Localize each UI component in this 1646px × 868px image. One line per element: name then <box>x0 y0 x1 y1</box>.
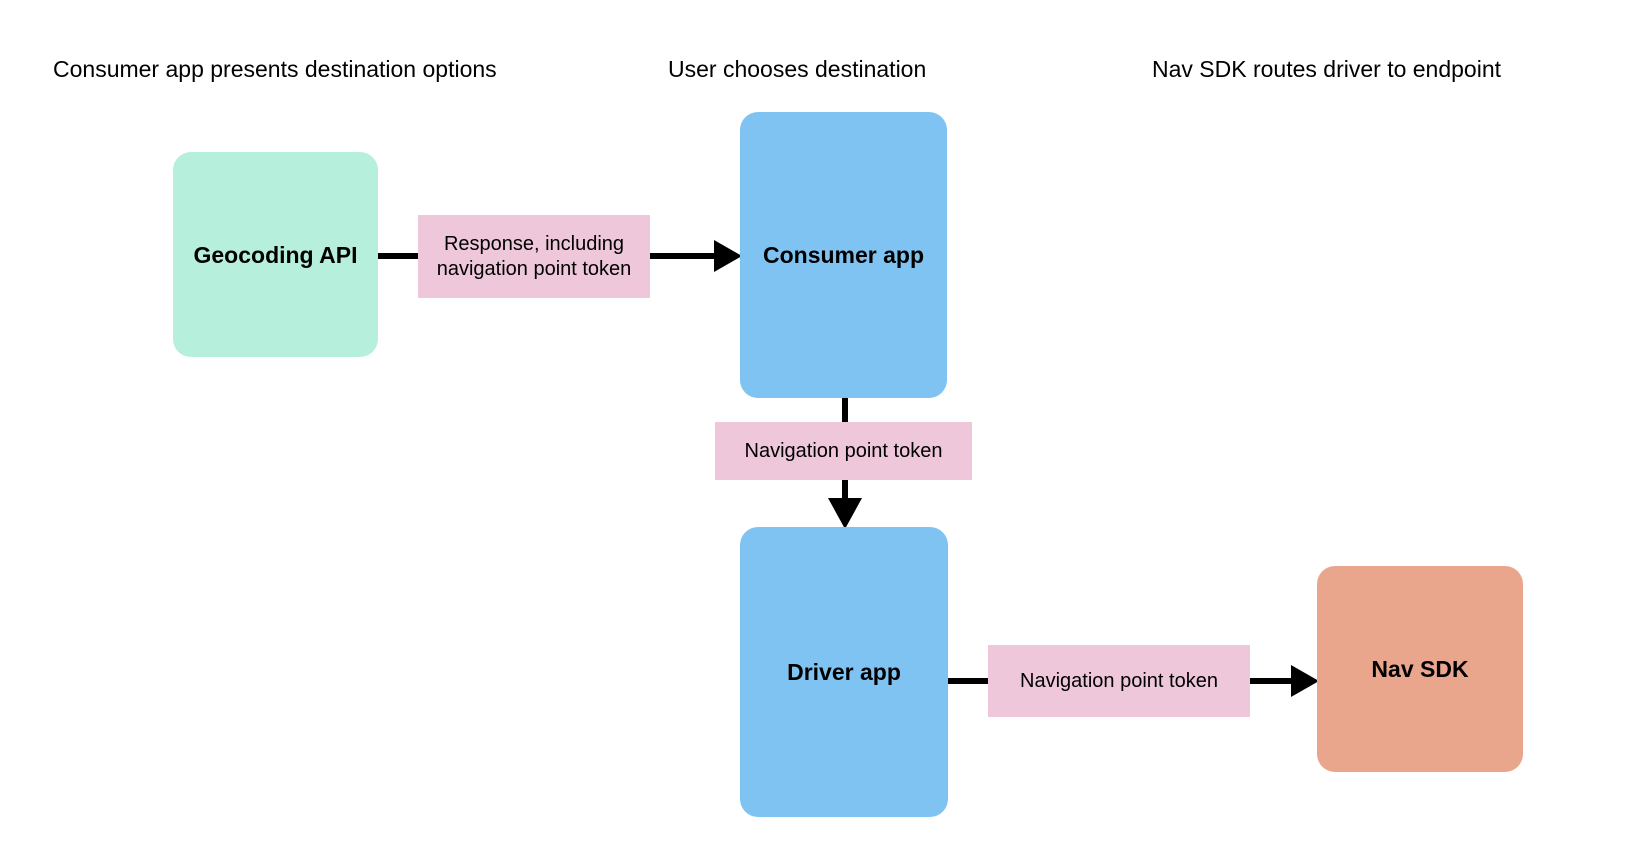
edge-label-navigation-point-token-consumer-to-driver-text: Navigation point token <box>744 439 943 462</box>
node-geocoding-api[interactable]: Geocoding API <box>173 152 378 357</box>
node-consumer-app-label: Consumer app <box>762 242 925 268</box>
edge-label-response-including-navigation-point-token: Response, including navigation point tok… <box>418 215 650 298</box>
arrowhead-to-consumer-app <box>714 240 742 272</box>
node-geocoding-api-label: Geocoding API <box>193 241 358 268</box>
arrowhead-to-driver-app <box>828 498 862 529</box>
node-nav-sdk-label: Nav SDK <box>1371 656 1469 682</box>
column-heading-consumer-app-presents-destination-options: Consumer app presents destination option… <box>53 56 497 82</box>
node-consumer-app[interactable]: Consumer app <box>740 112 947 398</box>
node-driver-app[interactable]: Driver app <box>740 527 948 817</box>
node-driver-app-label: Driver app <box>787 659 901 685</box>
edge-label-navigation-point-token-driver-to-navsdk-text: Navigation point token <box>1020 669 1218 692</box>
edge-label-navigation-point-token-driver-to-navsdk: Navigation point token <box>988 645 1250 717</box>
column-heading-nav-sdk-routes-driver-to-endpoint: Nav SDK routes driver to endpoint <box>1152 56 1502 82</box>
edge-label-navigation-point-token-consumer-to-driver: Navigation point token <box>715 422 972 480</box>
edge-label-response-text: Response, including navigation point tok… <box>436 232 632 280</box>
arrowhead-to-nav-sdk <box>1291 665 1319 697</box>
node-nav-sdk[interactable]: Nav SDK <box>1317 566 1523 772</box>
column-heading-user-chooses-destination: User chooses destination <box>668 56 927 82</box>
